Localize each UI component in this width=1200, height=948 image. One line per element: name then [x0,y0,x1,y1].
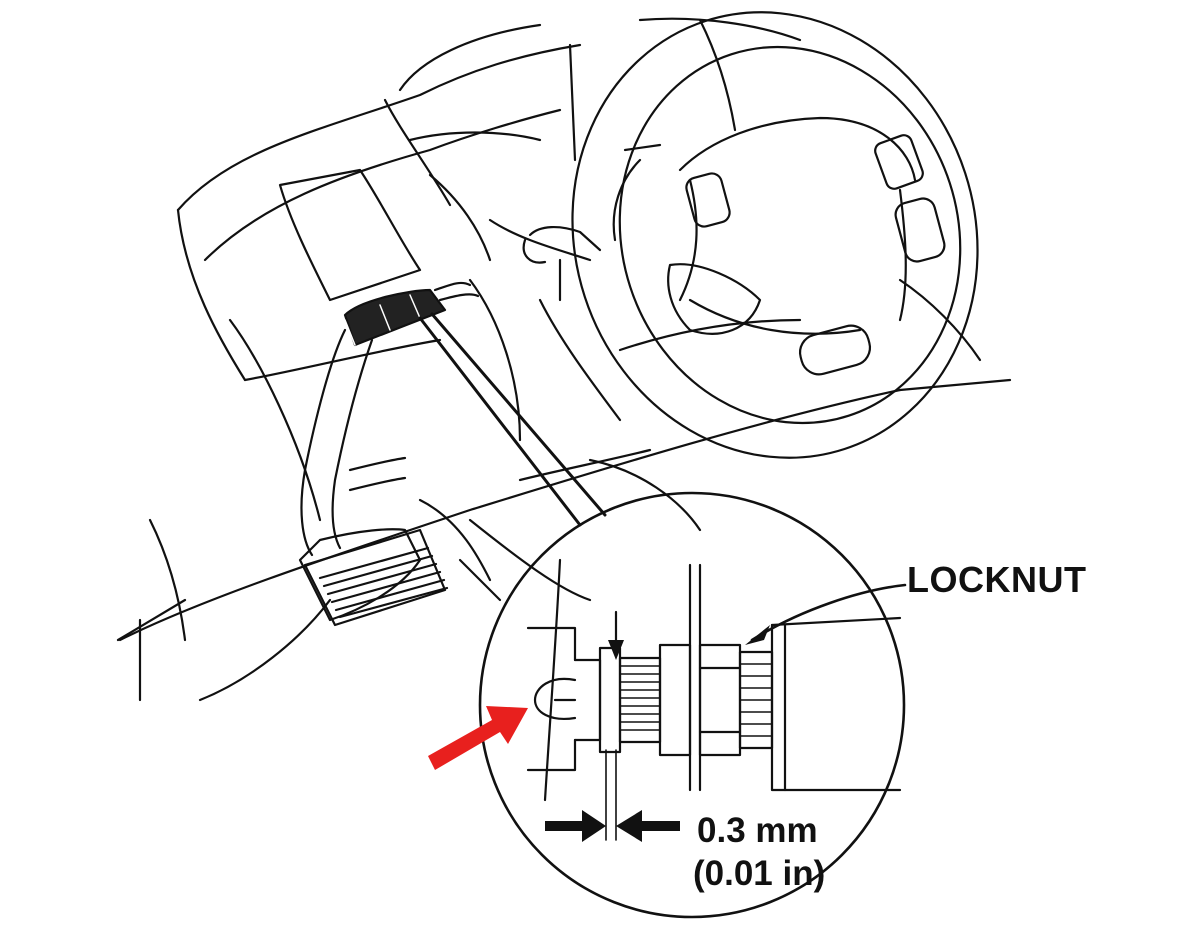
dimension-arrow-right-shaft [638,821,680,831]
dashboard [118,19,1010,700]
locknut-label: LOCKNUT [907,559,1087,600]
dimension-arrow-left-head [582,810,606,842]
brake-switch-small [345,283,478,345]
locknut-leader [752,585,905,640]
locknut-arrowhead [745,625,770,645]
dimension-arrow-left-shaft [545,821,587,831]
clearance-in-label: (0.01 in) [693,854,826,893]
highlight-arrow [428,706,528,770]
leader-lines [420,314,605,525]
detail-callout [480,493,904,917]
dimension-arrow-right-head [616,810,642,842]
steering-wheel [515,0,1034,511]
brake-pedal [300,330,447,625]
clearance-mm-label: 0.3 mm [697,811,818,850]
top-pointer-arrowhead [608,640,624,660]
